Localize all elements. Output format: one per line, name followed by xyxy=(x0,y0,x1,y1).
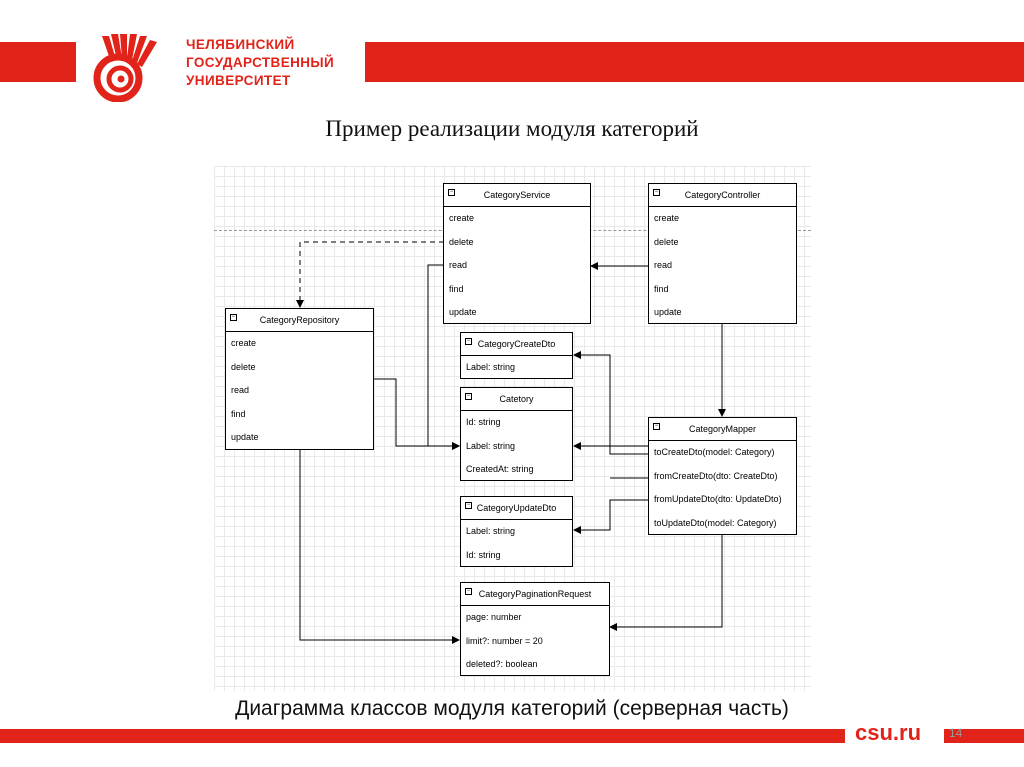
connector-service-to-repository xyxy=(296,241,444,308)
class-name: Catetory xyxy=(499,394,534,404)
member-row: page: number xyxy=(466,612,522,622)
member-row: toUpdateDto(model: Category) xyxy=(654,517,777,528)
header-right-bar xyxy=(365,42,1024,82)
class-category-service: − CategoryService create delete read find… xyxy=(443,183,591,324)
page-number: 14 xyxy=(949,726,963,740)
class-header: − Catetory xyxy=(461,388,572,411)
collapse-toggle-icon[interactable]: − xyxy=(230,314,237,321)
member-row: Label: string xyxy=(466,440,516,451)
collapse-toggle-icon[interactable]: − xyxy=(465,502,472,509)
member-row: create xyxy=(449,213,475,223)
connector-repository-to-category xyxy=(374,378,460,450)
collapse-toggle-icon[interactable]: − xyxy=(465,338,472,345)
collapse-toggle-icon[interactable]: − xyxy=(653,423,660,430)
member-row: fromUpdateDto(dto: UpdateDto) xyxy=(654,494,782,504)
university-name-line-1: ЧЕЛЯБИНСКИЙ xyxy=(186,37,295,52)
university-name-line-3: УНИВЕРСИТЕТ xyxy=(186,73,291,88)
diagram-caption: Диаграмма классов модуля категорий (серв… xyxy=(235,697,789,720)
class-header: −CategoryUpdateDto xyxy=(461,497,572,520)
member-row: Label: string xyxy=(466,362,516,372)
site-link[interactable]: csu.ru xyxy=(855,720,922,745)
collapse-toggle-icon[interactable]: − xyxy=(465,588,472,595)
class-name: CategoryPaginationRequest xyxy=(478,589,592,599)
member-row: update xyxy=(654,307,682,317)
connector-mapper-to-pagination xyxy=(609,535,723,631)
class-header: − CategoryService xyxy=(444,184,590,207)
class-name: CategoryController xyxy=(684,190,761,200)
footer-left-bar xyxy=(0,729,845,743)
member-row: read xyxy=(449,260,468,270)
collapse-toggle-icon[interactable]: − xyxy=(448,189,455,196)
slide-title: Пример реализации модуля категорий xyxy=(325,116,699,141)
connector-mapper-to-update-dto xyxy=(573,499,649,534)
member-row: Label: string xyxy=(466,526,516,536)
member-row: read xyxy=(654,260,673,270)
collapse-toggle-icon[interactable]: − xyxy=(465,393,472,400)
member-row: create xyxy=(654,213,680,223)
class-header: −CategoryCreateDto xyxy=(461,333,572,356)
class-header: − CategoryController xyxy=(649,184,796,207)
class-name: CategoryUpdateDto xyxy=(476,503,557,513)
member-row: create xyxy=(231,338,257,348)
member-row: limit?: number = 20 xyxy=(466,635,543,646)
member-row: fromCreateDto(dto: CreateDto) xyxy=(654,470,778,481)
class-name: CategoryCreateDto xyxy=(477,339,556,349)
member-row: deleted?: boolean xyxy=(466,659,538,669)
class-category-repository: − CategoryRepository create delete read f… xyxy=(225,308,374,450)
member-row: Id: string xyxy=(466,549,501,560)
member-row: toCreateDto(model: Category) xyxy=(654,447,775,457)
collapse-toggle-icon[interactable]: − xyxy=(653,189,660,196)
class-category-mapper: − CategoryMapper toCreateDto(model: Categ… xyxy=(648,417,797,535)
member-row: delete xyxy=(654,236,679,247)
member-row: Id: string xyxy=(466,417,501,427)
csu-logo-icon xyxy=(93,34,157,102)
member-row: update xyxy=(231,432,259,442)
class-name: CategoryRepository xyxy=(259,315,340,325)
member-row: find xyxy=(449,283,464,294)
member-row: delete xyxy=(449,236,474,247)
class-category-create-dto: −CategoryCreateDto Label: string xyxy=(460,332,573,379)
class-name: CategoryService xyxy=(483,190,551,200)
class-category-controller: − CategoryController create delete read f… xyxy=(648,183,797,324)
class-name: CategoryMapper xyxy=(688,424,757,434)
connector-mapper-to-create-dto xyxy=(573,351,649,455)
class-header: −CategoryPaginationRequest xyxy=(461,583,609,606)
member-row: read xyxy=(231,385,250,395)
class-header: − CategoryMapper xyxy=(649,418,796,441)
class-header: − CategoryRepository xyxy=(226,309,373,332)
header-left-bar xyxy=(0,42,76,82)
member-row: find xyxy=(231,408,246,419)
class-category-update-dto: −CategoryUpdateDto Label: string Id: str… xyxy=(460,496,573,567)
class-category-pagination-request: −CategoryPaginationRequest page: number … xyxy=(460,582,610,676)
class-category: − Catetory Id: string Label: string Creat… xyxy=(460,387,573,481)
member-row: find xyxy=(654,283,669,294)
footer-right-bar xyxy=(944,729,1024,743)
connector-repository-to-pagination xyxy=(299,450,460,644)
university-name: ЧЕЛЯБИНСКИЙ ГОСУДАРСТВЕННЫЙ УНИВЕРСИТЕТ xyxy=(186,36,334,90)
member-row: CreatedAt: string xyxy=(466,464,534,474)
university-name-line-2: ГОСУДАРСТВЕННЫЙ xyxy=(186,55,335,70)
member-row: delete xyxy=(231,361,256,372)
member-row: update xyxy=(449,307,477,317)
